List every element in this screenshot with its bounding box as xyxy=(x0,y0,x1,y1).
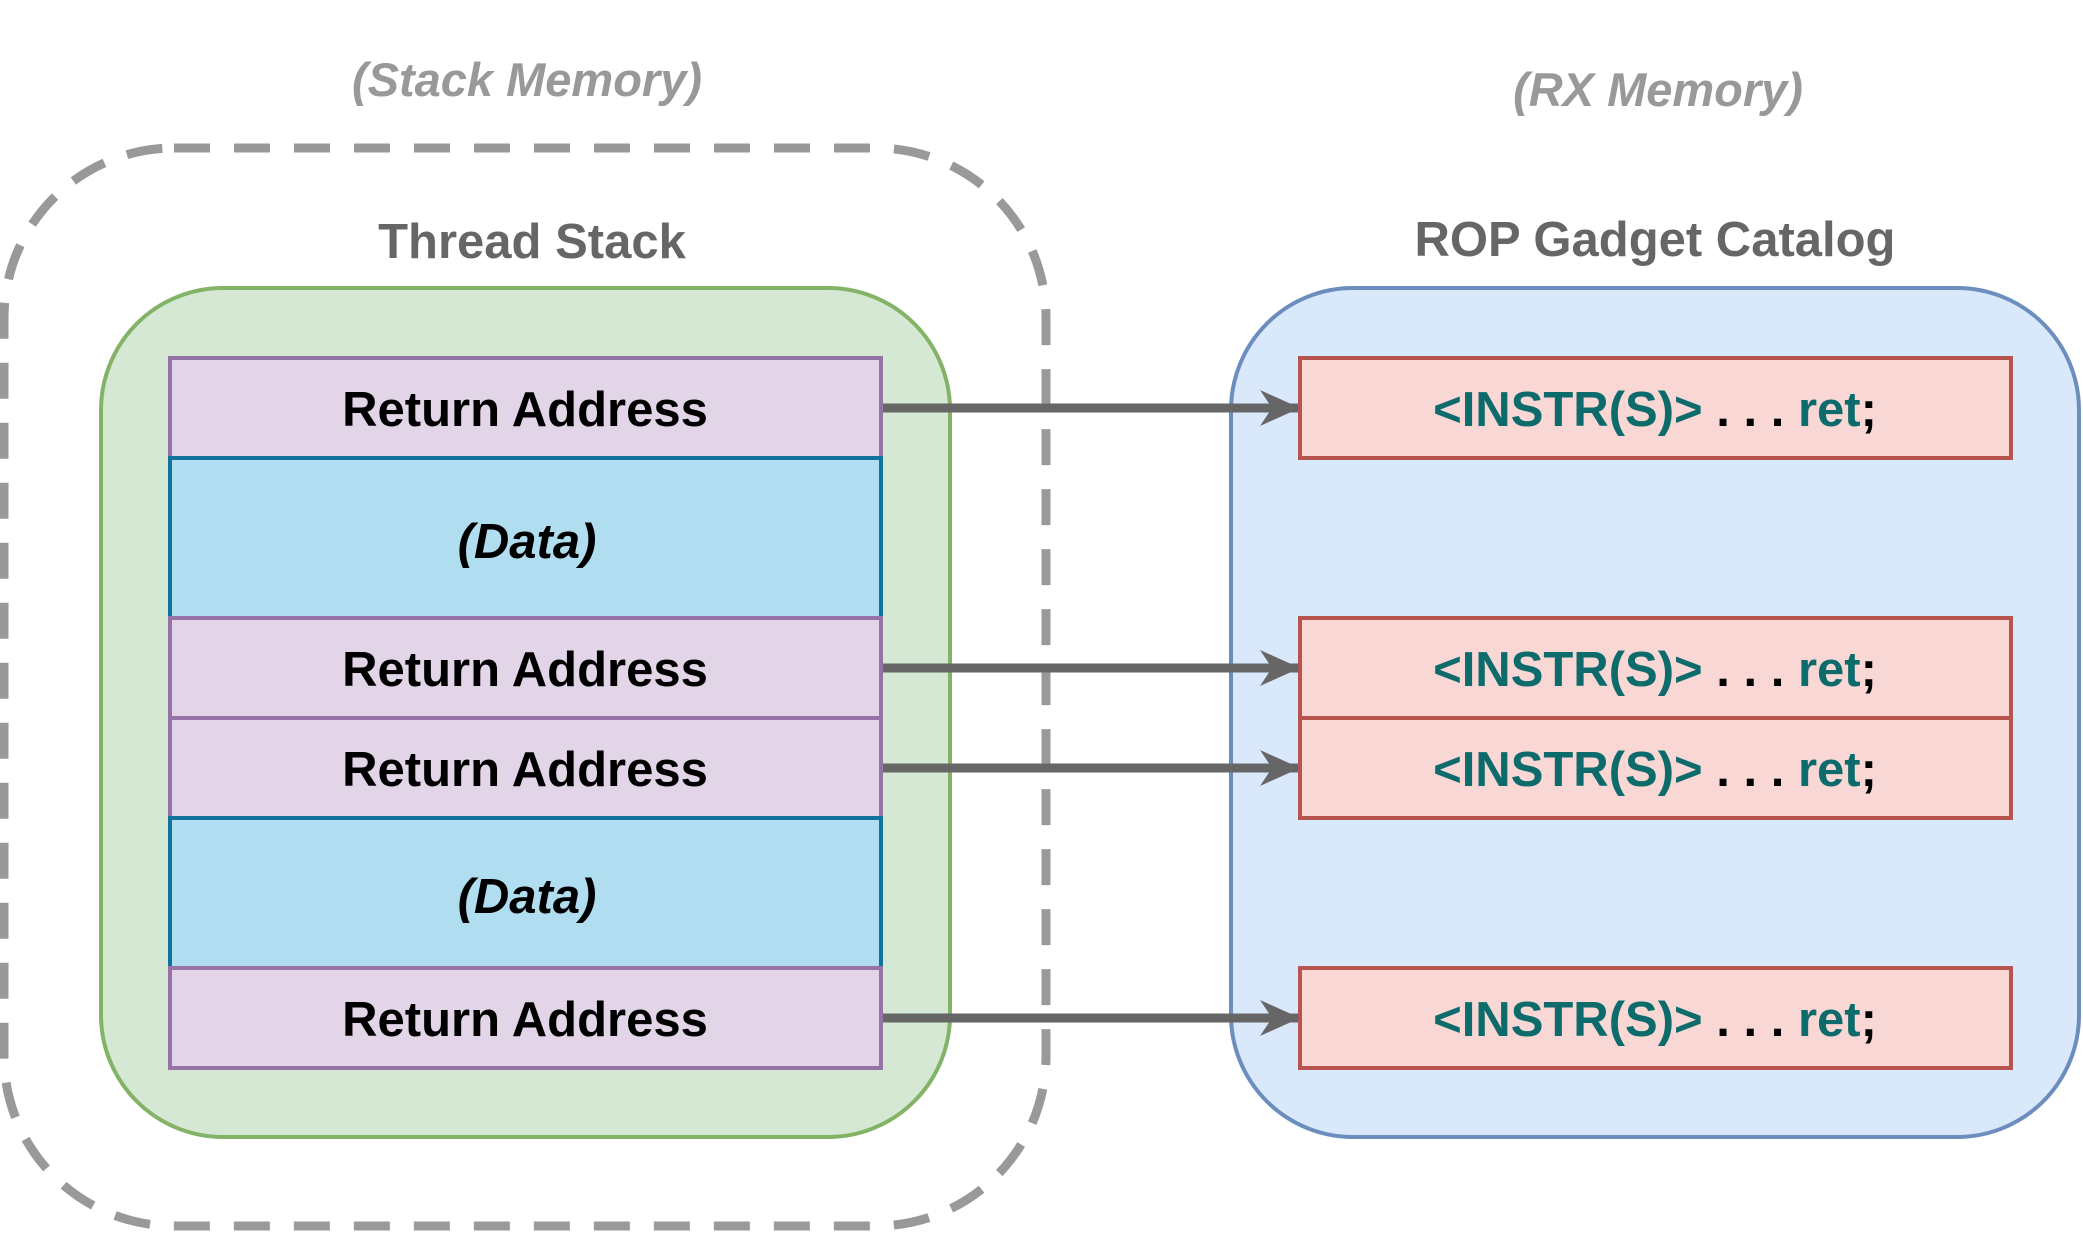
stack-entry-label: Return Address xyxy=(342,383,708,437)
gadget-box xyxy=(1298,966,2013,1070)
gadget-semicolon: ; xyxy=(1861,383,1877,437)
thread-stack-title: Thread Stack xyxy=(378,215,686,269)
stack-entry-label: (Data) xyxy=(458,870,597,924)
stack-entry-return-address xyxy=(168,716,883,820)
gadget-ret: ret xyxy=(1798,743,1861,797)
stack-entry-data xyxy=(168,816,883,970)
gadget-dots: . . . xyxy=(1703,643,1798,697)
gadget-instr: <INSTR(S)> xyxy=(1433,993,1703,1047)
gadget-text: <INSTR(S)> . . . ret; xyxy=(1433,643,1877,697)
gadget-box xyxy=(1298,616,2013,720)
gadget-box xyxy=(1298,356,2013,460)
gadget-ret: ret xyxy=(1798,643,1861,697)
gadget-instr: <INSTR(S)> xyxy=(1433,383,1703,437)
gadget-instr: <INSTR(S)> xyxy=(1433,643,1703,697)
gadget-ret: ret xyxy=(1798,993,1861,1047)
gadget-text: <INSTR(S)> . . . ret; xyxy=(1433,993,1877,1047)
gadget-semicolon: ; xyxy=(1861,643,1877,697)
stack-entry-label: Return Address xyxy=(342,743,708,797)
gadget-text: <INSTR(S)> . . . ret; xyxy=(1433,383,1877,437)
gadget-catalog-title: ROP Gadget Catalog xyxy=(1414,213,1895,267)
gadget-text: <INSTR(S)> . . . ret; xyxy=(1433,743,1877,797)
stack-entry-return-address xyxy=(168,616,883,720)
gadget-box xyxy=(1298,716,2013,820)
stack-entry-return-address xyxy=(168,966,883,1070)
stack-entry-label: (Data) xyxy=(458,515,597,569)
gadget-dots: . . . xyxy=(1703,743,1798,797)
gadget-dots: . . . xyxy=(1703,993,1798,1047)
stack-memory-region xyxy=(0,143,1051,1231)
gadget-instr: <INSTR(S)> xyxy=(1433,743,1703,797)
gadget-semicolon: ; xyxy=(1861,743,1877,797)
stack-entry-label: Return Address xyxy=(342,643,708,697)
stack-entry-return-address xyxy=(168,356,883,460)
gadget-ret: ret xyxy=(1798,383,1861,437)
stack-entry-data xyxy=(168,456,883,620)
stack-memory-caption: (Stack Memory) xyxy=(352,53,702,106)
gadget-semicolon: ; xyxy=(1861,993,1877,1047)
gadget-dots: . . . xyxy=(1703,383,1798,437)
stack-entry-label: Return Address xyxy=(342,993,708,1047)
rx-memory-caption: (RX Memory) xyxy=(1513,63,1803,116)
